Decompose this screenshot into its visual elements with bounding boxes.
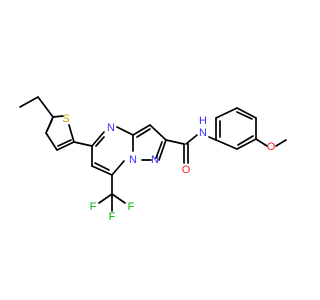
atom-h-amide: H [199,115,207,127]
bond-pyrimidine-c5-n4 [91,131,105,147]
bond-pyrazole-c2-n1 [158,139,167,161]
bond-thiophene-c4-c3 [45,132,58,151]
atom-n-pyrazole: N [151,154,159,166]
bond-ethyl-ch2-thiophene [37,96,54,118]
bond-cf3-to-f-right [111,193,126,204]
atom-f-left: F [90,201,97,213]
bond-carbonyl-carbon [165,139,185,145]
bond-phenyl-to-oxygen [255,138,268,147]
atom-n-amide: N [199,127,207,139]
bond-phenyl-c2-c3 [236,138,257,150]
atom-o-carbonyl: O [182,164,191,176]
bond-cf3-to-f-left [98,193,113,204]
bond-oxygen-to-methyl [275,139,287,147]
bond-pyrimidine-n7a-c7 [111,160,125,176]
bond-phenyl-c4-c5 [236,107,257,119]
atom-f-right: F [128,201,135,213]
bond-carbonyl-to-nh [185,134,198,145]
atom-s-thiophene: S [62,113,69,125]
bond-pyrimidine-c7-c6 [91,165,113,176]
atom-label-group: N N N S O N H O F F F [62,113,275,223]
bond-thiophene-c4-c4-inner [46,119,53,132]
bond-thiophene-c2-s [68,124,75,143]
atom-f-bottom: F [109,211,116,223]
atom-n-pyrimidine: N [107,122,115,134]
bond-pyrimidine-n4-c3a [116,126,134,136]
bond-thiophene-c3-c2 [56,141,75,151]
bond-pyrazole-c2-n1-inner [155,141,163,159]
bond-nh-to-phenyl [208,136,217,141]
molecule-structure-diagram: N N N S O N H O F F F [19,96,287,223]
bond-pyrazole-c3a-c3-inner [136,128,151,138]
bond-group [19,96,287,212]
atom-n-bridgehead: N [129,154,137,166]
bond-phenyl-c1-c2 [215,139,238,150]
bond-pyrazole-c3-c2 [149,124,167,141]
bond-thiophene-pyrimidine [73,141,93,147]
bond-phenyl-c4-c5-inner [236,111,253,120]
bond-pyrazole-c3a-c3 [132,124,151,136]
bond-pyrimidine-c5-n4-inner [95,136,105,147]
bond-thiophene-s-c5 [52,115,64,118]
atom-o-methoxy: O [267,141,276,153]
bond-thiophene-c3-c2-inner [57,139,72,147]
bond-ethyl-ch3-ch2 [19,96,39,108]
bond-phenyl-c5-c6 [215,107,238,119]
bond-pyrimidine-c7-c6-inner [94,162,110,171]
bond-phenyl-c2-c3-inner [237,135,254,146]
